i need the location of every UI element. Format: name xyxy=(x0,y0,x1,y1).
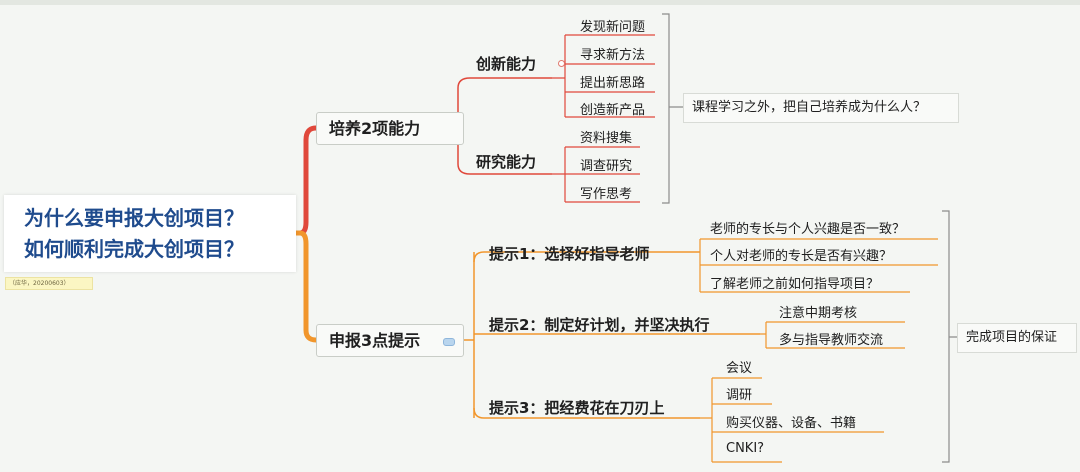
link-b2-tips xyxy=(464,252,475,418)
link-b1-sub2 xyxy=(457,127,552,175)
link-sub2-items xyxy=(552,146,640,203)
root-title-line2: 如何顺利完成大创项目？ xyxy=(24,237,244,261)
note-icon[interactable] xyxy=(443,338,455,346)
link-root-branch1 xyxy=(296,125,317,236)
item-survey[interactable]: 调查研究 xyxy=(580,159,633,174)
link-b2-tip3 xyxy=(473,407,700,419)
tip3-item2[interactable]: 调研 xyxy=(726,388,753,403)
item-discover[interactable]: 发现新问题 xyxy=(580,20,646,35)
collapse-toggle-icon[interactable] xyxy=(558,60,565,67)
subtopic-innovation[interactable]: 创新能力 xyxy=(476,55,537,73)
link-b1-sub1 xyxy=(457,77,552,129)
link-tip2-items xyxy=(760,321,905,349)
link-tip3-items xyxy=(700,377,884,463)
summary-branch2[interactable]: 完成项目的保证 xyxy=(957,323,1077,353)
bracket-branch1 xyxy=(662,13,683,204)
link-b2-tip1 xyxy=(473,251,700,263)
tip1-title[interactable]: 提示1：选择好指导老师 xyxy=(489,245,650,263)
item-product[interactable]: 创造新产品 xyxy=(580,103,646,118)
tip1-item1[interactable]: 老师的专长与个人兴趣是否一致？ xyxy=(710,222,906,237)
tip1-item3[interactable]: 了解老师之前如何指导项目？ xyxy=(710,277,880,292)
tip3-item1[interactable]: 会议 xyxy=(726,361,753,376)
subtopic-research[interactable]: 研究能力 xyxy=(476,153,537,171)
item-method[interactable]: 寻求新方法 xyxy=(580,48,646,63)
root-note: （应华，20200603） xyxy=(5,277,93,290)
tip2-title[interactable]: 提示2：制定好计划，并坚决执行 xyxy=(489,316,710,334)
summary-branch1[interactable]: 课程学习之外，把自己培养成为什么人？ xyxy=(683,93,959,123)
tip3-item4[interactable]: CNKI? xyxy=(726,441,765,456)
item-idea[interactable]: 提出新思路 xyxy=(580,76,646,91)
link-root-branch2 xyxy=(296,230,317,343)
link-tip1-items xyxy=(699,238,938,293)
item-writing[interactable]: 写作思考 xyxy=(580,187,633,202)
root-title-line1: 为什么要申报大创项目？ xyxy=(24,206,244,230)
link-sub1-items xyxy=(552,34,655,118)
root-topic[interactable]: 为什么要申报大创项目？ 如何顺利完成大创项目？ xyxy=(4,195,296,272)
branch1-topic[interactable]: 培养2项能力 xyxy=(316,112,464,145)
tip3-title[interactable]: 提示3：把经费花在刀刃上 xyxy=(489,399,665,417)
tip1-item2[interactable]: 个人对老师的专长是否有兴趣？ xyxy=(710,249,893,264)
top-bar xyxy=(0,0,1080,5)
tip3-item3[interactable]: 购买仪器、设备、书籍 xyxy=(726,416,857,431)
bracket-branch2 xyxy=(942,210,957,463)
item-collect[interactable]: 资料搜集 xyxy=(580,131,633,146)
tip2-item2[interactable]: 多与指导教师交流 xyxy=(779,333,884,348)
tip2-item1[interactable]: 注意中期考核 xyxy=(779,306,858,321)
branch2-topic[interactable]: 申报3点提示 xyxy=(316,324,464,357)
